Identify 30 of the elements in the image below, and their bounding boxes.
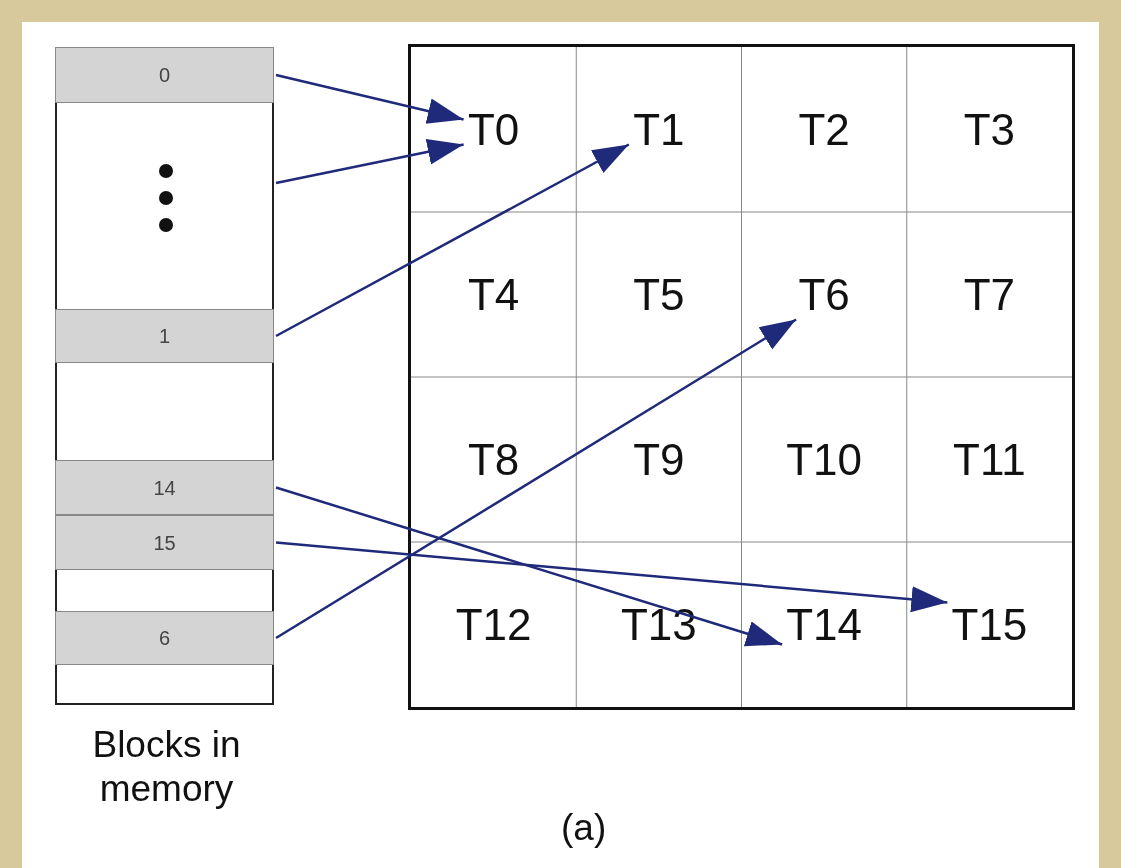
tile-label: T2 <box>794 104 855 155</box>
tile-label: T15 <box>947 599 1032 650</box>
arrow <box>275 73 464 124</box>
tile-label: T4 <box>463 269 524 320</box>
tile-label: T9 <box>628 434 689 485</box>
column-caption: Blocks in memory <box>91 723 242 811</box>
tile-label: T14 <box>782 599 867 650</box>
tile-label: T7 <box>959 269 1020 320</box>
tile-label: T3 <box>959 104 1020 155</box>
arrow <box>275 318 797 640</box>
memory-block: 1 <box>55 309 274 363</box>
tile-label: T1 <box>628 104 689 155</box>
arrow <box>275 486 783 647</box>
arrow <box>275 541 948 613</box>
tile-label: T6 <box>794 269 855 320</box>
arrow <box>275 143 630 338</box>
tile-label: T5 <box>628 269 689 320</box>
memory-block: 0 <box>55 47 274 103</box>
tile-label: T13 <box>616 599 701 650</box>
memory-block: 6 <box>55 611 274 665</box>
tile-grid <box>408 44 1075 710</box>
memory-block: 14 <box>55 460 274 515</box>
tile-label: T12 <box>451 599 536 650</box>
tile-label: T11 <box>947 434 1032 485</box>
tile-label: T8 <box>463 434 524 485</box>
arrow <box>275 139 464 185</box>
memory-block: 15 <box>55 515 274 570</box>
tile-label: T0 <box>463 104 524 155</box>
tile-label: T10 <box>782 434 867 485</box>
figure-label: (a) <box>561 806 607 850</box>
